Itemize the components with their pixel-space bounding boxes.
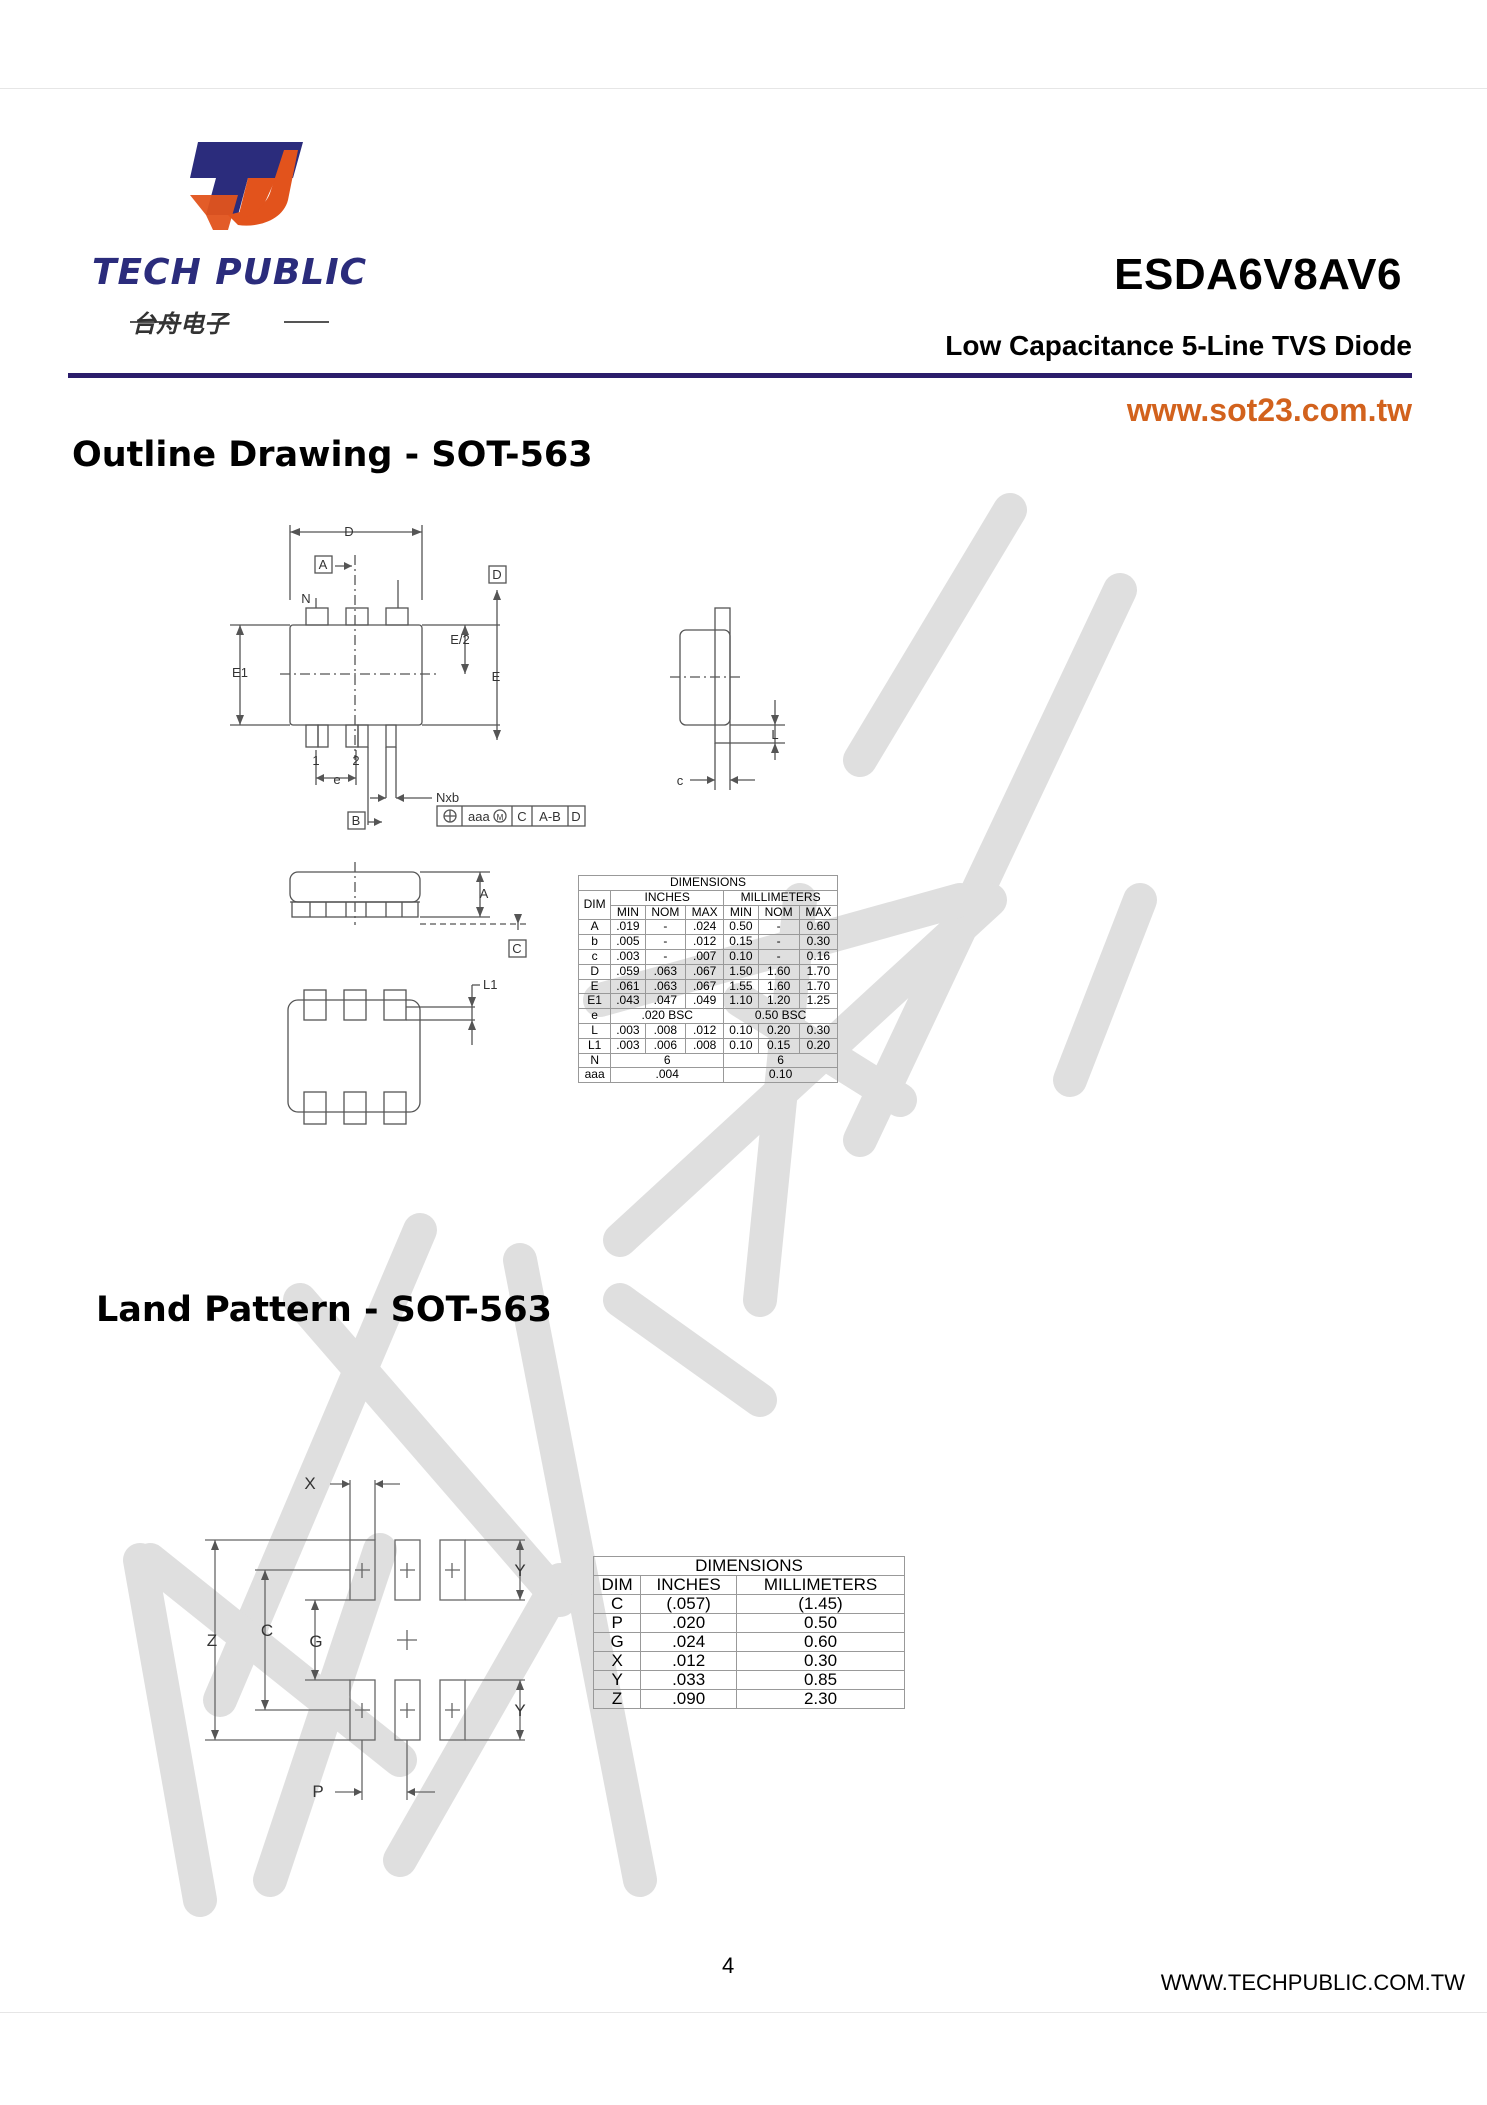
logo-subtext: 台舟电子 [132, 310, 228, 338]
dim-header: DIM [577, 889, 612, 921]
logo-dash-left [130, 321, 175, 323]
document-subtitle: Low Capacitance 5-Line TVS Diode [945, 330, 1412, 361]
header-row: DIM INCHES MILLIMETERS [592, 1575, 905, 1595]
datum-label-B: B [352, 813, 361, 828]
datum-label-A: A [319, 557, 328, 572]
land-label-C: C [261, 1621, 273, 1640]
land-label-Y-bottom: Y [514, 1701, 525, 1720]
fcf-M: M [497, 813, 504, 822]
footer-website-link[interactable]: WWW.TECHPUBLIC.COM.TW [1160, 1970, 1465, 1995]
land-label-Z: Z [207, 1631, 217, 1650]
pin-label-1: 1 [312, 753, 319, 768]
logo-dash-right [284, 321, 329, 323]
dim-label-e: e [333, 772, 340, 787]
dim-label-L: L [771, 727, 778, 742]
datum-label-D: D [492, 567, 501, 582]
datum-label-C: C [512, 941, 521, 956]
header-rule [68, 373, 1412, 378]
dim-label-nxb: Nxb [436, 790, 459, 805]
fcf-C: C [517, 809, 526, 824]
land-label-Y-top: Y [514, 1561, 525, 1580]
top-border [0, 88, 1487, 89]
fcf-D: D [571, 809, 580, 824]
dim-label-E1: E1 [232, 665, 248, 680]
land-label-X: X [304, 1474, 315, 1493]
dim-label-c: c [677, 773, 684, 788]
dim-label-E2: E/2 [450, 632, 470, 647]
website-link[interactable]: www.sot23.com.tw [1126, 392, 1412, 428]
land-pattern-title: Land Pattern - SOT-563 [96, 1290, 552, 1330]
table-title: DIMENSIONS [593, 1556, 905, 1576]
part-number: ESDA6V8AV6 [1114, 250, 1402, 299]
outline-dimensions-table: DIMENSIONS DIM INCHES MILLIMETERS MIN NO… [577, 875, 839, 1084]
page-number: 4 [722, 1953, 735, 1978]
dim-label-E: E [492, 669, 501, 684]
outline-drawing-title: Outline Drawing - SOT-563 [72, 435, 593, 475]
land-label-P: P [312, 1782, 323, 1801]
table-row: C(.057)(1.45) [592, 1594, 905, 1614]
fcf-aaa: aaa [468, 809, 490, 824]
dim-label-L1: L1 [483, 977, 497, 992]
tech-public-logo-mark [190, 142, 303, 230]
subheader-row: MIN NOM MAX MIN NOM MAX [579, 904, 839, 921]
bottom-border [0, 2012, 1487, 2013]
dim-label-A: A [480, 886, 489, 901]
land-pattern-dimensions-table: DIMENSIONS DIM INCHES MILLIMETERS C(.057… [592, 1556, 905, 1709]
pin-label-2: 2 [352, 753, 359, 768]
land-label-G: G [309, 1632, 322, 1651]
dim-label-N: N [301, 591, 310, 606]
dim-label-D: D [344, 524, 353, 539]
fcf-AB: A-B [539, 809, 561, 824]
logo-text: TECH PUBLIC [92, 252, 368, 293]
